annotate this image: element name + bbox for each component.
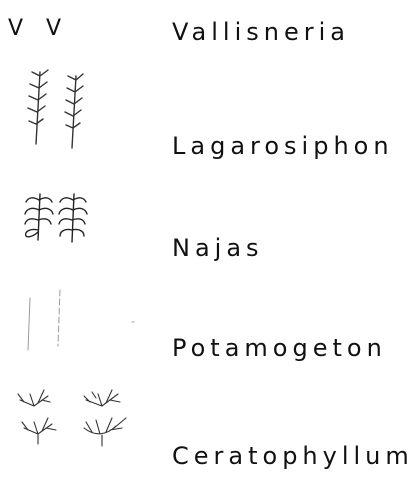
legend-label-lagarosiphon: Lagarosiphon — [172, 134, 394, 158]
legend-row-vallisneria: V V Vallisneria — [0, 18, 416, 58]
legend-row-potamogeton: Potamogeton — [0, 284, 416, 364]
vallisneria-mark: V V — [8, 18, 69, 40]
legend-row-najas: Najas — [0, 190, 416, 270]
najas-symbol — [18, 190, 118, 250]
lagarosiphon-symbol — [18, 66, 108, 156]
potamogeton-symbol — [14, 284, 164, 356]
ceratophyllum-symbol — [10, 388, 150, 460]
legend-row-lagarosiphon: Lagarosiphon — [0, 66, 416, 176]
legend-label-potamogeton: Potamogeton — [172, 336, 387, 360]
vallisneria-symbol: V V — [8, 18, 78, 48]
legend-label-ceratophyllum: Ceratophyllum — [172, 444, 414, 468]
legend-row-ceratophyllum: Ceratophyllum — [0, 388, 416, 478]
legend-label-vallisneria: Vallisneria — [172, 20, 350, 44]
legend-label-najas: Najas — [172, 236, 264, 260]
